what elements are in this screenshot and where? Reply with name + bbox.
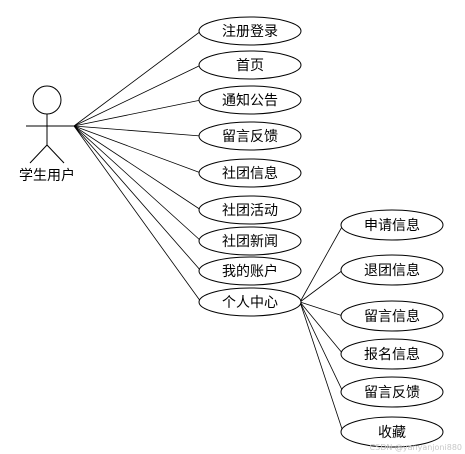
- use-case-label: 申请信息: [364, 217, 420, 234]
- use-case-home: 首页: [198, 50, 302, 80]
- use-case-club-news: 社团新闻: [198, 226, 302, 256]
- use-case-my-account: 我的账户: [198, 256, 302, 286]
- use-case-label: 首页: [236, 58, 264, 74]
- association-line: [73, 64, 202, 127]
- association-line: [73, 125, 202, 137]
- use-case-label: 收藏: [378, 425, 406, 441]
- use-case-label: 留言反馈: [364, 385, 420, 401]
- actor-left-leg: [29, 144, 48, 164]
- use-case-ellipse: [340, 416, 444, 448]
- association-line: [73, 125, 202, 211]
- association-line: [299, 301, 344, 355]
- use-case-label: 留言信息: [364, 308, 420, 325]
- use-case-label: 个人中心: [222, 295, 278, 311]
- use-case-quit-club-info: 退团信息: [340, 254, 444, 286]
- use-case-ellipse: [198, 287, 302, 317]
- use-case-feedback: 留言反馈: [198, 121, 302, 151]
- use-case-ellipse: [340, 376, 444, 408]
- use-case-ellipse: [198, 226, 302, 256]
- use-case-signup-info: 报名信息: [340, 338, 444, 370]
- use-case-club-activities: 社团活动: [198, 195, 302, 225]
- use-case-ellipse: [198, 256, 302, 286]
- use-case-ellipse: [340, 254, 444, 286]
- use-case-label: 报名信息: [364, 346, 420, 363]
- association-line: [299, 301, 344, 393]
- actor-right-leg: [46, 144, 65, 164]
- use-case-label: 通知公告: [222, 92, 278, 109]
- use-case-apply-info: 申请信息: [340, 209, 444, 241]
- use-case-ellipse: [340, 209, 444, 241]
- association-line: [73, 125, 202, 272]
- use-case-label: 我的账户: [222, 263, 278, 280]
- use-case-club-info: 社团信息: [198, 158, 302, 188]
- use-case-label: 退团信息: [364, 262, 420, 279]
- use-case-message-feedback: 留言反馈: [340, 376, 444, 408]
- association-line: [299, 269, 344, 303]
- use-case-register-login: 注册登录: [198, 16, 302, 46]
- use-case-personal-center: 个人中心: [198, 287, 302, 317]
- use-case-ellipse: [340, 300, 444, 332]
- use-case-ellipse: [198, 121, 302, 151]
- association-line: [299, 301, 344, 433]
- use-case-message-info: 留言信息: [340, 300, 444, 332]
- use-case-ellipse: [198, 85, 302, 115]
- student-user-actor: 学生用户: [19, 85, 75, 184]
- actor-head: [32, 85, 62, 115]
- use-case-announcements: 通知公告: [198, 85, 302, 115]
- association-line: [73, 99, 202, 127]
- use-case-label: 留言反馈: [222, 129, 278, 145]
- use-case-label: 注册登录: [222, 24, 278, 40]
- use-case-ellipse: [198, 16, 302, 46]
- association-line: [299, 301, 344, 317]
- use-cases: 注册登录首页通知公告留言反馈社团信息社团活动社团新闻我的账户个人中心申请信息退团…: [198, 16, 444, 448]
- use-case-ellipse: [198, 158, 302, 188]
- use-case-label: 社团新闻: [222, 234, 278, 250]
- association-line: [73, 125, 202, 303]
- use-case-label: 社团活动: [222, 203, 278, 219]
- actor-label: 学生用户: [19, 167, 75, 184]
- watermark: CSDN @yanyanjoni880: [370, 443, 462, 452]
- association-lines: [73, 30, 344, 433]
- use-case-ellipse: [340, 338, 444, 370]
- association-line: [73, 125, 202, 174]
- use-case-favorites: 收藏: [340, 416, 444, 448]
- association-line: [299, 224, 344, 303]
- use-case-ellipse: [198, 50, 302, 80]
- use-case-ellipse: [198, 195, 302, 225]
- use-case-label: 社团信息: [222, 165, 278, 182]
- association-line: [73, 30, 202, 127]
- association-line: [73, 125, 202, 242]
